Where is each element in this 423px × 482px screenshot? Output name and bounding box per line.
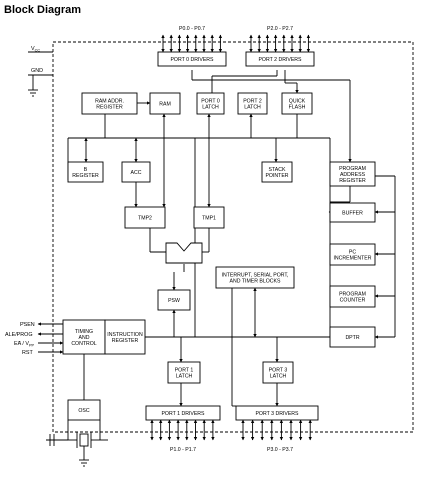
- acc-block: ACC: [121, 161, 151, 183]
- acc-label-1: ACC: [131, 170, 142, 176]
- osc-block: OSC: [67, 399, 101, 421]
- port3-latch-label-2: LATCH: [270, 373, 287, 379]
- buffer-label-1: BUFFER: [342, 210, 363, 216]
- port1-latch-label-1: PORT 1: [175, 367, 194, 373]
- program-address-register-label-2: ADDRESS: [340, 172, 366, 178]
- ram-addr-register-block: RAM ADDR.REGISTER: [81, 92, 138, 115]
- timing-control-label-3: CONTROL: [71, 341, 96, 347]
- wires: [28, 51, 396, 467]
- b-register-label-2: REGISTER: [72, 173, 99, 179]
- stack-pointer-label-2: POINTER: [265, 173, 288, 179]
- port2-drivers-block: PORT 2 DRIVERS: [245, 51, 315, 67]
- psen-label: PSEN: [20, 322, 35, 328]
- port1-latch-label-2: LATCH: [176, 373, 193, 379]
- port-pins: [150, 34, 313, 441]
- port1-pins-label: P1.0 - P1.7: [170, 447, 196, 453]
- chip-boundary: [52, 41, 414, 433]
- port2-latch-label-2: LATCH: [244, 104, 261, 110]
- diagram-title: Block Diagram: [4, 4, 81, 16]
- port0-latch-label-2: LATCH: [202, 104, 219, 110]
- tmp1-block: TMP1: [193, 206, 225, 229]
- instruction-register-label-2: REGISTER: [112, 338, 139, 344]
- dptr-label-1: DPTR: [345, 335, 359, 341]
- ram-block: RAM: [149, 92, 181, 115]
- interrupt-blocks-block: INTERRUPT, SERIAL PORT,AND TIMER BLOCKS: [215, 266, 295, 289]
- timing-control-label-1: TIMING: [75, 329, 93, 335]
- port3-drivers-block: PORT 3 DRIVERS: [235, 405, 319, 421]
- port3-pins-label: P3.0 - P3.7: [267, 447, 293, 453]
- program-counter-label-1: PROGRAM: [339, 291, 366, 297]
- pc-incrementer-label-1: PC: [349, 249, 356, 255]
- port3-latch-label-1: PORT 3: [269, 367, 288, 373]
- ram-addr-register-label-2: REGISTER: [96, 104, 123, 110]
- osc-label-1: OSC: [78, 408, 89, 414]
- ale-prog-label: ALE/PROG: [5, 332, 33, 338]
- port2-latch-label-1: PORT 2: [243, 98, 262, 104]
- gnd-label: GND: [31, 68, 43, 74]
- port1-drivers-block: PORT 1 DRIVERS: [145, 405, 221, 421]
- buffer-block: BUFFER: [329, 202, 376, 223]
- stack-pointer-label-1: STACK: [269, 167, 286, 173]
- port0-latch-label-1: PORT 0: [201, 98, 220, 104]
- ea-vpp-label: EA / VPP: [14, 341, 35, 348]
- psw-block: PSW: [157, 289, 191, 311]
- port0-drivers-block: PORT 0 DRIVERS: [157, 51, 227, 67]
- tmp2-block: TMP2: [124, 206, 166, 229]
- port3-drivers-label-1: PORT 3 DRIVERS: [255, 411, 299, 417]
- port0-drivers-label-1: PORT 0 DRIVERS: [170, 57, 214, 63]
- program-address-register-label-3: REGISTER: [339, 178, 366, 184]
- b-register-label-1: B: [84, 167, 88, 173]
- port2-pins-label: P2.0 - P2.7: [267, 26, 293, 32]
- pc-incrementer-label-2: INCREMENTER: [333, 255, 371, 261]
- instruction-register-label-1: INSTRUCTION: [107, 332, 143, 338]
- tmp1-label-1: TMP1: [202, 215, 216, 221]
- timing-control-label-2: AND: [79, 335, 90, 341]
- rst-label: RST: [22, 350, 33, 356]
- quick-flash-label-2: FLASH: [289, 104, 306, 110]
- psw-label-1: PSW: [168, 298, 180, 304]
- quick-flash-label-1: QUICK: [289, 98, 306, 104]
- interrupt-blocks-label-2: AND TIMER BLOCKS: [230, 278, 281, 284]
- port0-pins-label: P0.0 - P0.7: [179, 26, 205, 32]
- vcc-label: VCC: [31, 46, 40, 53]
- tmp2-label-1: TMP2: [138, 215, 152, 221]
- port1-drivers-label-1: PORT 1 DRIVERS: [161, 411, 205, 417]
- alu-block: [165, 242, 203, 264]
- program-counter-label-2: COUNTER: [340, 297, 366, 303]
- interrupt-blocks-label-1: INTERRUPT, SERIAL PORT,: [222, 272, 289, 278]
- ram-label-1: RAM: [159, 101, 171, 107]
- ram-addr-register-label-1: RAM ADDR.: [95, 98, 124, 104]
- dptr-block: DPTR: [329, 326, 376, 348]
- port2-drivers-label-1: PORT 2 DRIVERS: [258, 57, 302, 63]
- program-address-register-label-1: PROGRAM: [339, 166, 366, 172]
